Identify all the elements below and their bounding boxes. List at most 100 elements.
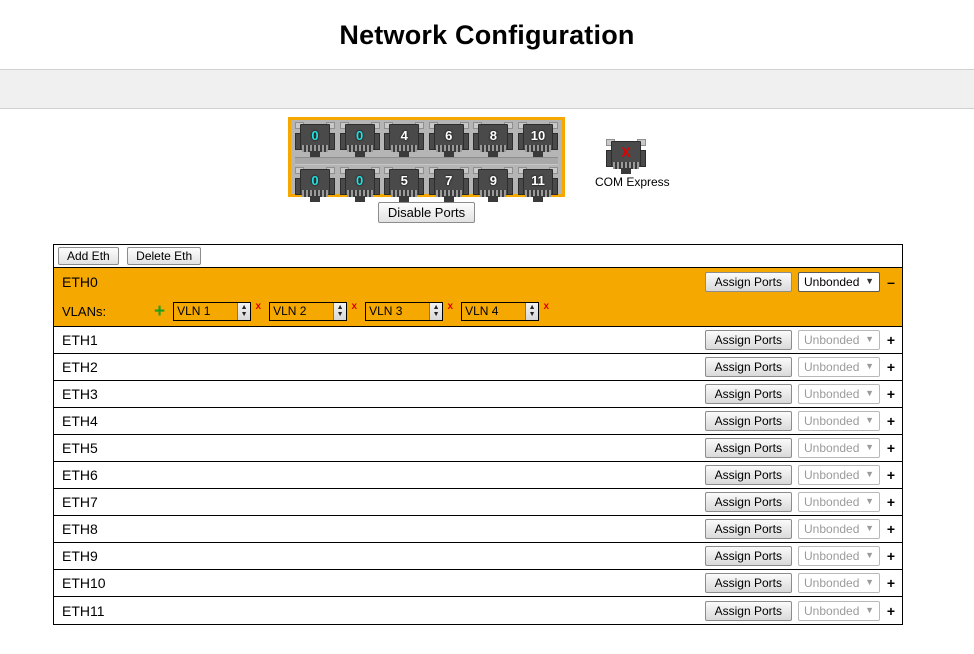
remove-vlan-icon-3[interactable]: x xyxy=(447,300,454,312)
assign-ports-button-eth5[interactable]: Assign Ports xyxy=(704,438,792,458)
delete-eth-button[interactable]: Delete Eth xyxy=(127,247,202,265)
spinner-down-icon[interactable]: ▼ xyxy=(336,311,344,318)
spinner-up-icon[interactable]: ▲ xyxy=(432,304,440,311)
vlan-field-3[interactable]: VLN 3 ▲▼ x xyxy=(365,301,453,321)
remove-vlan-icon-2[interactable]: x xyxy=(351,300,358,312)
switch-port-top-4[interactable]: 8 xyxy=(473,122,514,157)
remove-vlan-icon-4[interactable]: x xyxy=(543,300,550,312)
assign-ports-button-eth0[interactable]: Assign Ports xyxy=(704,272,792,292)
eth-label-eth8: ETH8 xyxy=(62,521,98,537)
bond-mode-select-eth3: Unbonded▼ xyxy=(798,384,880,404)
spinner-down-icon[interactable]: ▼ xyxy=(240,311,248,318)
eth-row-eth3[interactable]: ETH3 Assign Ports Unbonded▼ + xyxy=(54,381,902,408)
com-express-jack-icon: X xyxy=(606,139,646,174)
spinner-up-icon[interactable]: ▲ xyxy=(528,304,536,311)
vlan-field-4[interactable]: VLN 4 ▲▼ x xyxy=(461,301,549,321)
expand-row-toggle-eth6[interactable]: + xyxy=(886,467,896,483)
switch-port-bottom-0[interactable]: 0 xyxy=(295,167,335,202)
expand-row-toggle-eth10[interactable]: + xyxy=(886,575,896,591)
assign-ports-button-eth9[interactable]: Assign Ports xyxy=(704,546,792,566)
assign-ports-button-eth3[interactable]: Assign Ports xyxy=(704,384,792,404)
add-eth-button[interactable]: Add Eth xyxy=(58,247,119,265)
add-vlan-icon[interactable]: + xyxy=(154,300,166,322)
switch-port-bottom-3[interactable]: 7 xyxy=(428,167,469,202)
assign-ports-button-eth1[interactable]: Assign Ports xyxy=(704,330,792,350)
chevron-down-icon: ▼ xyxy=(865,276,874,286)
assign-ports-button-eth8[interactable]: Assign Ports xyxy=(704,519,792,539)
remove-vlan-icon-1[interactable]: x xyxy=(255,300,262,312)
expand-row-toggle-eth3[interactable]: + xyxy=(886,386,896,402)
vlan-spinner-1[interactable]: ▲▼ xyxy=(237,302,251,320)
vlan-value-3[interactable]: VLN 3 xyxy=(369,304,403,318)
switch-port-label: 11 xyxy=(531,173,545,188)
assign-ports-button-eth2[interactable]: Assign Ports xyxy=(704,357,792,377)
eth-label-eth6: ETH6 xyxy=(62,467,98,483)
eth-controls-eth10: Assign Ports Unbonded▼ + xyxy=(704,573,902,593)
switch-port-top-1[interactable]: 0 xyxy=(339,122,380,157)
eth-label-eth9: ETH9 xyxy=(62,548,98,564)
spinner-up-icon[interactable]: ▲ xyxy=(336,304,344,311)
switch-port-top-2[interactable]: 4 xyxy=(384,122,425,157)
bond-mode-value-eth4: Unbonded xyxy=(804,414,860,428)
vlan-value-2[interactable]: VLN 2 xyxy=(273,304,307,318)
expand-row-toggle-eth2[interactable]: + xyxy=(886,359,896,375)
assign-ports-button-eth6[interactable]: Assign Ports xyxy=(704,465,792,485)
expand-row-toggle-eth7[interactable]: + xyxy=(886,494,896,510)
spinner-down-icon[interactable]: ▼ xyxy=(528,311,536,318)
switch-port-top-3[interactable]: 6 xyxy=(428,122,469,157)
spinner-down-icon[interactable]: ▼ xyxy=(432,311,440,318)
vlan-field-1[interactable]: VLN 1 ▲▼ x xyxy=(173,301,261,321)
assign-ports-button-eth11[interactable]: Assign Ports xyxy=(704,600,792,621)
assign-ports-button-eth7[interactable]: Assign Ports xyxy=(704,492,792,512)
bond-mode-value-eth6: Unbonded xyxy=(804,468,860,482)
switch-port-label: 5 xyxy=(400,173,408,188)
switch-port-bottom-4[interactable]: 9 xyxy=(473,167,514,202)
vlan-field-2[interactable]: VLN 2 ▲▼ x xyxy=(269,301,357,321)
eth-label-eth3: ETH3 xyxy=(62,386,98,402)
com-express-device[interactable]: X COM Express xyxy=(595,139,670,189)
expand-row-toggle-eth9[interactable]: + xyxy=(886,548,896,564)
switch-port-bottom-2[interactable]: 5 xyxy=(384,167,425,202)
switch-port-top-0[interactable]: 0 xyxy=(295,122,335,157)
eth-row-eth0[interactable]: ETH0 Assign Ports Unbonded ▼ – VLANs: + … xyxy=(54,268,902,327)
eth-label-eth5: ETH5 xyxy=(62,440,98,456)
collapse-row-toggle-eth0[interactable]: – xyxy=(887,274,895,290)
spinner-up-icon[interactable]: ▲ xyxy=(240,304,248,311)
switch-port-bottom-1[interactable]: 0 xyxy=(339,167,380,202)
bond-mode-value-eth5: Unbonded xyxy=(804,441,860,455)
assign-ports-button-eth10[interactable]: Assign Ports xyxy=(704,573,792,593)
disable-ports-button[interactable]: Disable Ports xyxy=(377,202,476,223)
expand-row-toggle-eth8[interactable]: + xyxy=(886,521,896,537)
header-separator-band xyxy=(0,69,974,109)
vlan-spinner-2[interactable]: ▲▼ xyxy=(333,302,347,320)
expand-row-toggle-eth1[interactable]: + xyxy=(886,332,896,348)
switch-port-top-5[interactable]: 10 xyxy=(517,122,558,157)
expand-row-toggle-eth11[interactable]: + xyxy=(886,602,896,619)
chevron-down-icon: ▼ xyxy=(865,388,874,398)
expand-row-toggle-eth4[interactable]: + xyxy=(886,413,896,429)
switch-port-bottom-5[interactable]: 11 xyxy=(517,167,558,202)
assign-ports-button-eth4[interactable]: Assign Ports xyxy=(704,411,792,431)
vlan-spinner-3[interactable]: ▲▼ xyxy=(429,302,443,320)
expand-row-toggle-eth5[interactable]: + xyxy=(886,440,896,456)
vlan-value-4[interactable]: VLN 4 xyxy=(465,304,499,318)
chevron-down-icon: ▼ xyxy=(865,523,874,533)
bond-mode-select-eth10: Unbonded▼ xyxy=(798,573,880,593)
vlan-value-1[interactable]: VLN 1 xyxy=(177,304,211,318)
vlan-spinner-4[interactable]: ▲▼ xyxy=(525,302,539,320)
bond-mode-select-eth0[interactable]: Unbonded ▼ xyxy=(798,272,880,292)
